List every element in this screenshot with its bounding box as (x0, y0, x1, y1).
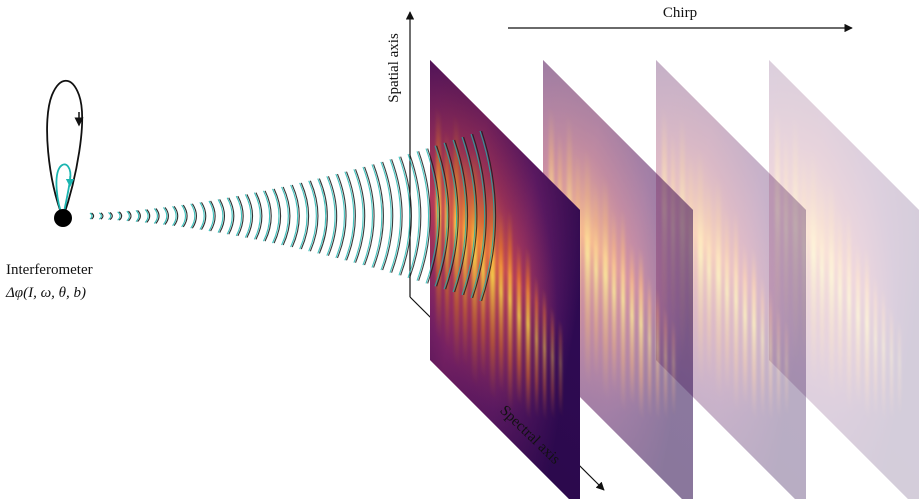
wavefront-arc (389, 159, 401, 273)
wavefront-arc (199, 202, 205, 230)
wavefronts (89, 130, 497, 302)
wavefront-arc (445, 142, 459, 290)
wavefront-arc (317, 178, 327, 254)
wavefront-arc (264, 190, 272, 242)
wavefront-arc (409, 153, 422, 279)
wavefront-arc (118, 211, 123, 221)
chirp-label: Chirp (663, 5, 697, 21)
wavefront-arc (191, 203, 197, 229)
wavefront-arc (164, 207, 169, 225)
interferometer-label: Interferometer (6, 262, 93, 278)
wavefront-arc (100, 212, 104, 220)
wavefront-arc (470, 133, 486, 299)
wavefront-arc (380, 161, 392, 271)
wavefront-arc (400, 156, 413, 276)
wavefront-arc (345, 171, 356, 261)
wavefront-arc (479, 130, 495, 302)
phase-formula: Δφ(I, ω, θ, b) (5, 285, 86, 301)
wavefront-arc (273, 188, 282, 244)
wavefront-arc (407, 153, 420, 279)
spatial-axis-label: Spatial axis (386, 33, 402, 103)
wavefront-arc (481, 130, 497, 302)
wavefront-arc (290, 184, 299, 248)
wavefront-arc (300, 182, 310, 250)
wavefront-arc (472, 133, 487, 299)
wavefront-arc (281, 186, 289, 246)
wavefront-arc (146, 209, 151, 223)
wavefront-arc (262, 190, 271, 242)
wavefront-arc (89, 212, 93, 220)
wavefront-arc (382, 161, 394, 271)
wavefront-arc (443, 142, 458, 290)
wavefront-arc (309, 180, 319, 252)
wavefront-arc (210, 200, 216, 232)
wavefront-arc (135, 209, 140, 223)
wavefront-arc (109, 211, 113, 221)
wavefront-arc (244, 194, 252, 238)
wavefront-arc (182, 204, 188, 228)
source-trajectory (46, 79, 84, 227)
wavefront-arc (391, 159, 403, 273)
wavefront-arc (336, 173, 347, 259)
wavefront-arc (364, 166, 375, 266)
wavefront-arc (201, 202, 207, 230)
wavefront-arc (98, 212, 102, 220)
wavefront-arc (434, 145, 448, 287)
particle-dot (54, 209, 72, 227)
wavefront-arc (91, 212, 95, 220)
wavefront-arc (353, 169, 364, 263)
wavefront-arc (246, 194, 254, 238)
wavefront-arc (226, 197, 233, 235)
wavefront-arc (327, 176, 338, 256)
wavefront-arc (308, 180, 317, 252)
wavefront-arc (253, 192, 261, 240)
wavefront-arc (172, 205, 177, 227)
wavefront-arc (117, 211, 121, 221)
wavefront-arc (282, 186, 291, 246)
inner-trajectory-loop (55, 163, 72, 219)
spectrogram-stack (430, 60, 919, 499)
wavefront-arc (418, 151, 431, 281)
wavefront-arc (228, 197, 235, 235)
wavefront-arc (208, 200, 215, 232)
wavefront-arc (137, 209, 141, 223)
wavefront-arc (452, 139, 467, 293)
wavefront-arc (335, 173, 345, 259)
wavefront-arc (237, 195, 244, 237)
wavefront-arc (153, 208, 158, 224)
wavefront-arc (144, 209, 149, 223)
wavefront-arc (344, 171, 355, 261)
wavefront-arc (436, 145, 450, 287)
wavefront-arc (425, 148, 439, 284)
wavefront-arc (416, 151, 430, 281)
wavefront-arc (398, 156, 411, 276)
wavefront-arc (181, 204, 187, 228)
wavefront-arc (373, 164, 384, 268)
wavefront-arc (126, 210, 130, 222)
wavefront-arc (128, 210, 132, 222)
wavefront-arc (427, 148, 441, 284)
wavefront-arc (163, 207, 168, 225)
wavefront-arc (371, 164, 383, 268)
wavefront-arc (463, 136, 478, 296)
wavefront-arc (454, 139, 469, 293)
wavefront-arc (326, 176, 336, 256)
wavefront-arc (173, 205, 179, 227)
wavefront-arc (235, 195, 243, 237)
wavefront-arc (219, 199, 226, 233)
wavefront-arc (190, 203, 196, 229)
outer-trajectory-loop (46, 79, 84, 219)
wavefront-arc (108, 211, 112, 221)
wavefront-arc (318, 178, 328, 254)
wavefront-arc (299, 182, 308, 250)
wavefront-arc (355, 169, 366, 263)
wavefront-arc (291, 184, 300, 248)
wavefront-arc (272, 188, 280, 244)
wavefront-arc (217, 199, 224, 233)
wavefront-arc (255, 192, 263, 240)
wavefront-arc (155, 208, 160, 224)
wavefront-arc (362, 166, 373, 266)
wavefront-arc (461, 136, 476, 296)
